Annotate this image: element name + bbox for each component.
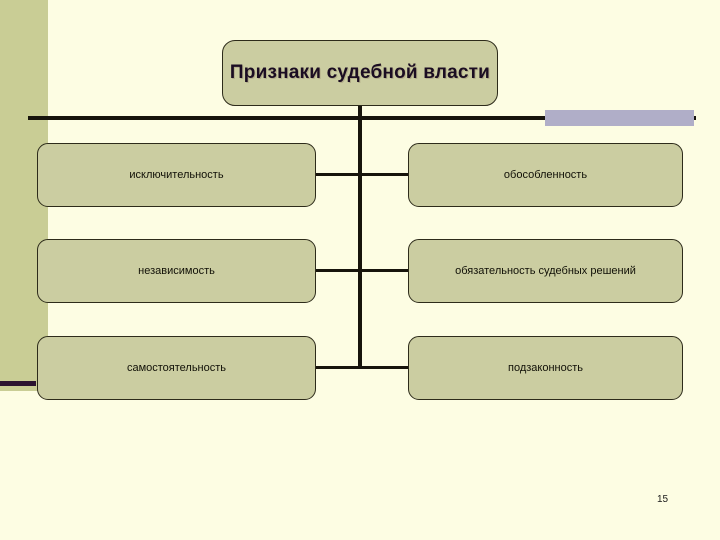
node-row-2-right: обязательность судебных решений [408,239,683,303]
node-row-2-left: независимость [37,239,316,303]
node-row-1-right: обособленность [408,143,683,207]
connector-horizontal-row-3 [315,366,410,369]
lavender-accent-bar [545,110,694,126]
node-row-3-right: подзаконность [408,336,683,400]
left-accent-rule [0,381,36,386]
connector-horizontal-row-2 [315,269,410,272]
connector-vertical-trunk [358,106,362,368]
page-number: 15 [657,494,669,505]
connector-horizontal-row-1 [315,173,410,176]
horizontal-divider-rule [28,116,696,120]
node-row-1-left: исключительность [37,143,316,207]
diagram-title-node: Признаки судебной власти [222,40,498,106]
node-row-3-left: самостоятельность [37,336,316,400]
